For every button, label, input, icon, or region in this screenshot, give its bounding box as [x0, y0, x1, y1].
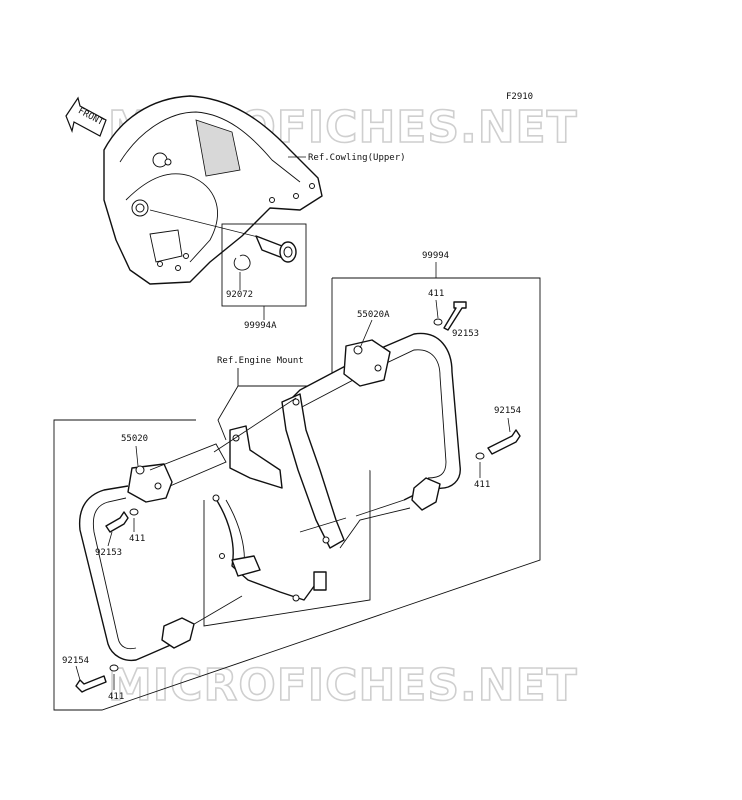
socket-kit-box: [149, 209, 307, 307]
part-411-right-label: 411: [474, 480, 490, 490]
part-411-left-label: 411: [129, 534, 145, 544]
part-92072-label: 92072: [226, 290, 253, 300]
part-92154-right-label: 92154: [494, 406, 521, 416]
clamp-92072-icon: [233, 254, 251, 271]
figure-id: F2910: [506, 92, 533, 102]
part-92154-left-label: 92154: [62, 656, 89, 666]
left-bolt-92153: [105, 508, 139, 533]
upper-bolt-92153: [433, 301, 467, 331]
part-411-upper-label: 411: [428, 289, 444, 299]
ref-engine-mount-label: Ref.Engine Mount: [217, 356, 304, 366]
guard-kit-outline: [53, 277, 541, 711]
left-engine-guard: [78, 443, 227, 662]
front-arrow-icon: FRONT: [65, 96, 107, 137]
power-socket-icon: [255, 235, 297, 263]
part-92153-left-label: 92153: [95, 548, 122, 558]
part-55020-label: 55020: [121, 434, 148, 444]
part-99994-label: 99994: [422, 251, 449, 261]
part-99994A-label: 99994A: [244, 321, 277, 331]
upper-cowling: [103, 95, 323, 285]
part-92153-upper-label: 92153: [452, 329, 479, 339]
bottom-bolt-92154: [75, 664, 119, 693]
part-55020A-label: 55020A: [357, 310, 390, 320]
part-411-bottom-label: 411: [108, 692, 124, 702]
watermark-bottom: MICROFICHES.NET: [108, 660, 578, 711]
right-engine-guard: [281, 332, 461, 549]
ref-cowling-upper-label: Ref.Cowling(Upper): [308, 153, 406, 163]
right-bolt-92154: [475, 429, 521, 460]
engine-mount-frame: [203, 368, 371, 627]
